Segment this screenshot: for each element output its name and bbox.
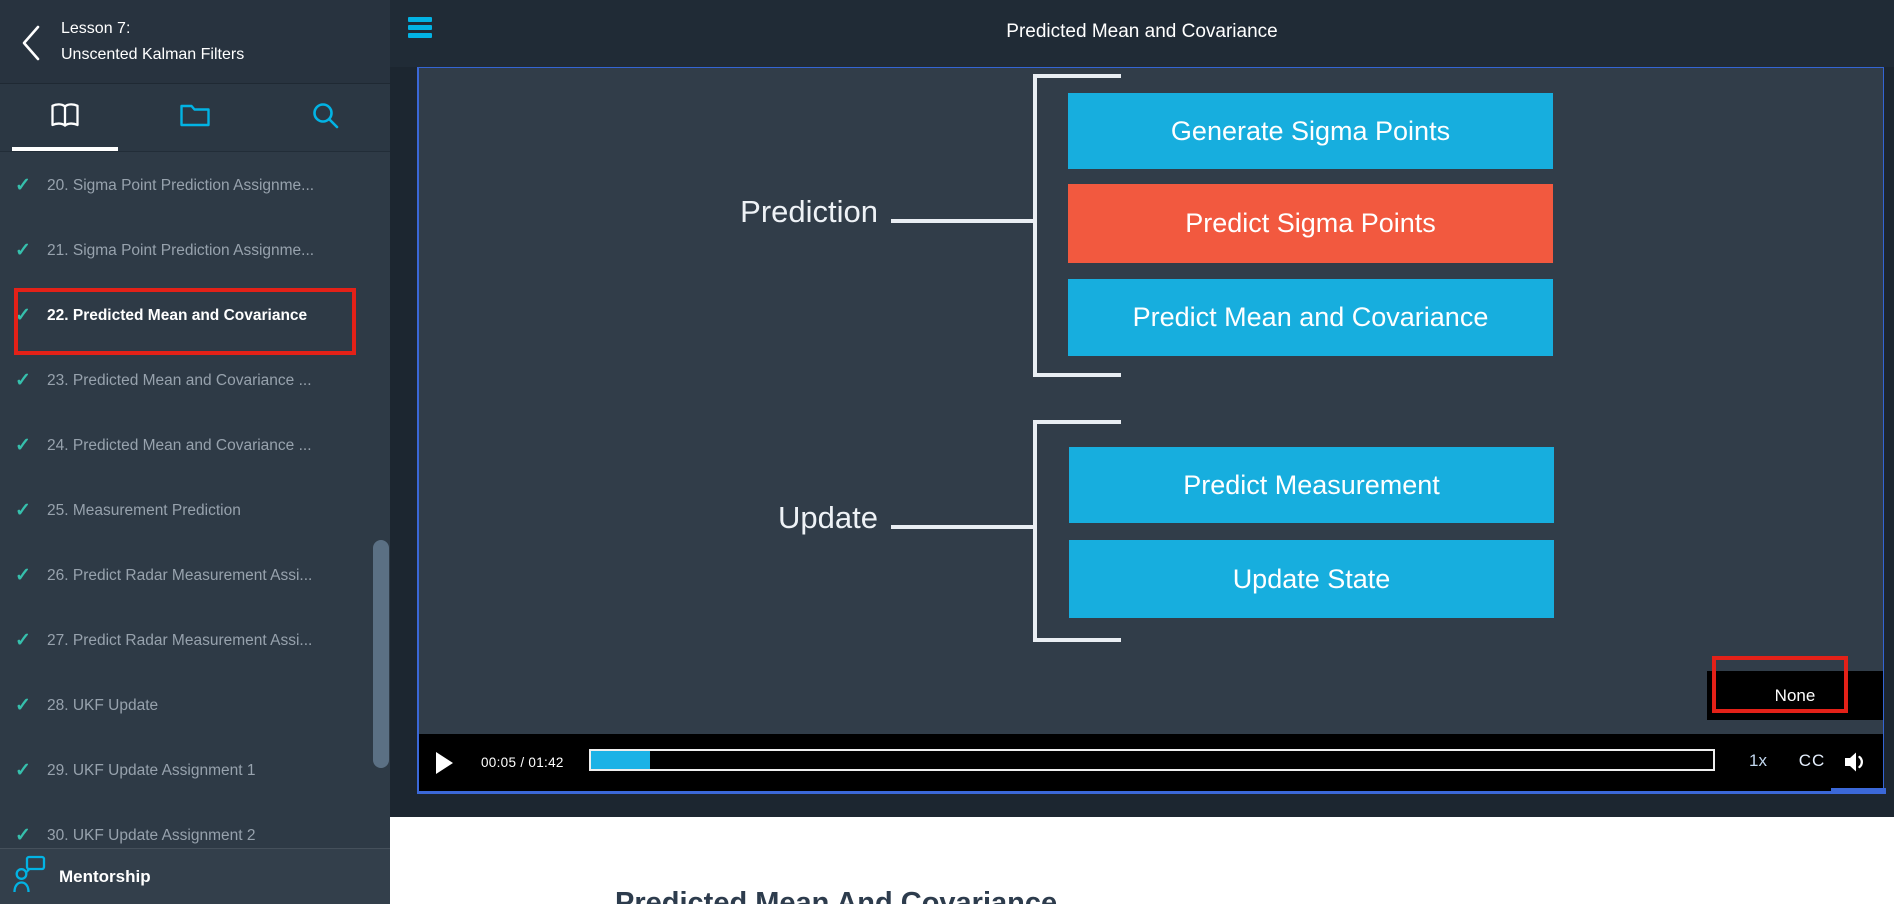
lesson-item-25[interactable]: ✓25. Measurement Prediction — [15, 500, 241, 521]
cc-button[interactable]: CC — [1798, 751, 1826, 770]
back-button[interactable] — [14, 20, 48, 66]
check-icon: ✓ — [15, 760, 31, 781]
diagram-label-prediction: Prediction — [740, 194, 878, 229]
speaker-icon — [1843, 752, 1869, 778]
mentorship-label: Mentorship — [59, 866, 151, 886]
main-header: Predicted Mean and Covariance — [390, 0, 1894, 67]
lesson-item-27[interactable]: ✓27. Predict Radar Measurement Assi... — [15, 630, 313, 651]
check-icon: ✓ — [15, 240, 31, 261]
bracket-line — [1033, 420, 1121, 424]
hamburger-icon — [408, 17, 432, 22]
check-icon: ✓ — [15, 175, 31, 196]
diagram-label-update: Update — [778, 500, 878, 535]
check-icon: ✓ — [15, 695, 31, 716]
play-icon — [436, 752, 453, 774]
lesson-item-22-active[interactable]: ✓22. Predicted Mean and Covariance — [15, 305, 308, 326]
diagram-box-predict-measurement: Predict Measurement — [1069, 447, 1554, 523]
video-controls: 00:05 / 01:42 1x CC — [419, 734, 1883, 792]
volume-button[interactable] — [1843, 750, 1871, 776]
lesson-item-23[interactable]: ✓23. Predicted Mean and Covariance ... — [15, 370, 312, 391]
tab-search[interactable] — [260, 84, 390, 151]
check-icon: ✓ — [15, 565, 31, 586]
menu-button[interactable] — [408, 17, 434, 39]
tab-resources[interactable] — [130, 84, 260, 151]
video-player[interactable]: Prediction Generate Sigma Points Predict… — [417, 67, 1886, 794]
diagram-box-generate-sigma-points: Generate Sigma Points — [1068, 93, 1553, 169]
video-focus-border — [417, 788, 1886, 794]
check-icon: ✓ — [15, 825, 31, 846]
lesson-item-28[interactable]: ✓28. UKF Update — [15, 695, 159, 716]
lesson-title-block: Lesson 7: Unscented Kalman Filters — [61, 16, 244, 68]
lesson-item-20[interactable]: ✓20. Sigma Point Prediction Assignme... — [15, 175, 315, 196]
tab-lessons[interactable] — [0, 84, 130, 151]
diagram-box-update-state: Update State — [1069, 540, 1554, 618]
bracket-line — [1033, 74, 1037, 377]
sidebar-scrollbar-thumb[interactable] — [373, 540, 389, 768]
lesson-item-24[interactable]: ✓24. Predicted Mean and Covariance ... — [15, 435, 312, 456]
speed-button[interactable]: 1x — [1749, 751, 1767, 770]
connector-line — [891, 525, 1037, 529]
diagram-box-predict-sigma-points: Predict Sigma Points — [1068, 184, 1553, 263]
play-button[interactable] — [436, 750, 464, 776]
progress-fill — [591, 751, 651, 769]
bracket-line — [1033, 373, 1121, 377]
connector-line — [891, 219, 1037, 223]
sidebar: Lesson 7: Unscented Kalman Filters — [0, 0, 390, 904]
check-icon: ✓ — [15, 435, 31, 456]
lesson-header: Lesson 7: Unscented Kalman Filters — [0, 0, 390, 84]
lesson-item-30[interactable]: ✓30. UKF Update Assignment 2 — [15, 825, 256, 846]
progress-bar[interactable] — [589, 749, 1715, 771]
lesson-label: Lesson 7: — [61, 20, 131, 37]
lesson-item-29[interactable]: ✓29. UKF Update Assignment 1 — [15, 760, 256, 781]
sidebar-tabs — [0, 84, 390, 152]
check-icon: ✓ — [15, 370, 31, 391]
lesson-title: Unscented Kalman Filters — [61, 46, 245, 63]
mentorship-icon — [13, 854, 49, 899]
video-frame[interactable]: Prediction Generate Sigma Points Predict… — [419, 68, 1883, 732]
content-panel: Predicted Mean And Covariance — [390, 817, 1894, 904]
lesson-item-26[interactable]: ✓26. Predict Radar Measurement Assi... — [15, 565, 313, 586]
mentorship-footer[interactable]: Mentorship — [0, 848, 390, 904]
lesson-list: ✓20. Sigma Point Prediction Assignme... … — [0, 153, 390, 868]
search-icon — [310, 100, 340, 135]
bracket-line — [1033, 74, 1121, 78]
book-icon — [49, 102, 81, 134]
check-icon: ✓ — [15, 500, 31, 521]
diagram-box-predict-mean-covariance: Predict Mean and Covariance — [1068, 279, 1553, 356]
bracket-line — [1033, 420, 1037, 642]
check-icon: ✓ — [15, 305, 31, 326]
bracket-line — [1033, 638, 1121, 642]
time-display: 00:05 / 01:42 — [481, 755, 564, 770]
lesson-item-21[interactable]: ✓21. Sigma Point Prediction Assignme... — [15, 240, 315, 261]
page-title: Predicted Mean and Covariance — [1006, 21, 1278, 42]
folder-icon — [179, 103, 211, 133]
check-icon: ✓ — [15, 630, 31, 651]
content-heading: Predicted Mean And Covariance — [615, 887, 1058, 904]
chevron-left-icon — [16, 25, 46, 69]
caption-option-none[interactable]: None — [1707, 671, 1883, 720]
